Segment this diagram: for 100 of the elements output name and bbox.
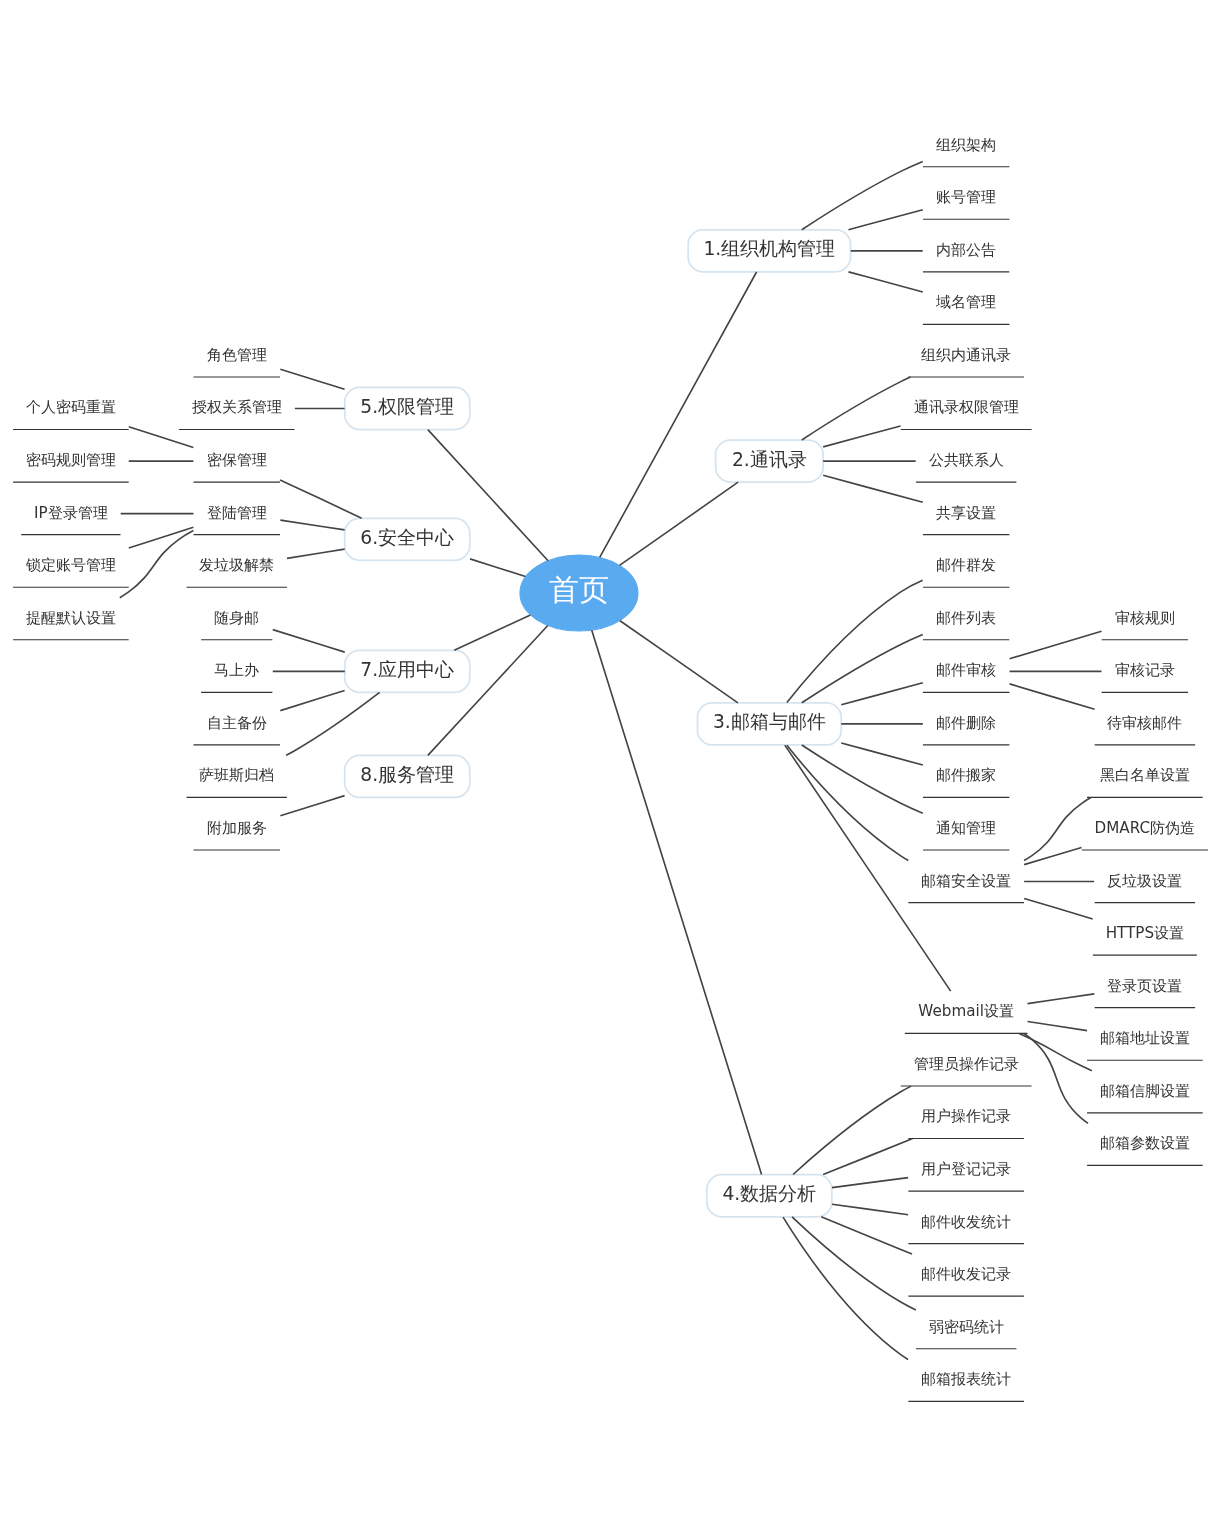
node-text: 萨班斯归档 (199, 766, 275, 785)
connector (822, 1137, 914, 1176)
connector (786, 579, 924, 704)
node-text: 授权关系管理 (191, 398, 282, 417)
connector (127, 460, 195, 462)
connector (784, 744, 952, 992)
connector (822, 474, 924, 504)
node-text: 邮件群发 (936, 556, 997, 575)
node-text: 随身邮 (214, 608, 260, 627)
connector (840, 723, 924, 725)
node-text: 邮箱报表统计 (921, 1370, 1012, 1389)
connector (840, 742, 924, 766)
connector (1026, 993, 1096, 1005)
node-box: 2.通讯录 (714, 439, 824, 483)
connector (598, 271, 758, 559)
node-box: 3.邮箱与邮件 (696, 701, 843, 746)
connector (1023, 846, 1083, 866)
connector (279, 689, 346, 712)
node-text: 账号管理 (936, 188, 997, 207)
node-text: 邮件收发统计 (921, 1212, 1012, 1231)
connector (782, 1216, 909, 1361)
connector (1008, 630, 1103, 660)
connector (1023, 897, 1094, 920)
node-text: 用户登记记录 (921, 1160, 1012, 1179)
node-text: 个人密码重置 (25, 398, 116, 417)
connector (279, 519, 346, 531)
connector (119, 512, 195, 515)
node-text: 审核记录 (1114, 661, 1175, 680)
connector (1008, 683, 1096, 711)
node-box: 1.组织机构管理 (687, 228, 852, 273)
node-box: 5.权限管理 (343, 386, 471, 431)
connector (618, 481, 739, 567)
connector (847, 208, 924, 231)
connector (279, 479, 363, 520)
connector (1023, 1032, 1089, 1125)
connector (279, 368, 346, 391)
connector (1026, 1020, 1088, 1032)
connector (619, 619, 739, 704)
connector (786, 744, 910, 862)
node-text: IP登录管理 (34, 503, 108, 522)
connector (800, 160, 924, 231)
node-text: 反垃圾设置 (1107, 871, 1183, 890)
connector (792, 1085, 912, 1176)
node-text: 内部公告 (936, 240, 997, 259)
connector (822, 425, 902, 448)
node-text: 通知管理 (936, 818, 997, 837)
connector (118, 529, 195, 599)
connector (1018, 1032, 1093, 1072)
node-text: 邮件删除 (936, 713, 997, 732)
connector (1023, 880, 1095, 883)
connector (294, 407, 346, 410)
connector (800, 633, 924, 704)
node-text: 邮箱信脚设置 (1099, 1081, 1190, 1100)
node-text: 邮件收发记录 (921, 1265, 1012, 1284)
node-text: 邮件搬家 (936, 766, 997, 785)
connector (822, 460, 917, 462)
node-text: 附加服务 (206, 818, 267, 837)
node-ellipse: 首页 (519, 554, 639, 632)
node-text: 密码规则管理 (25, 451, 116, 470)
node-text: 邮箱安全设置 (921, 871, 1012, 890)
node-text: HTTPS设置 (1105, 924, 1185, 943)
connector (800, 744, 924, 815)
connector (286, 548, 346, 560)
node-text: 登陆管理 (206, 503, 267, 522)
node-text: 邮件列表 (936, 608, 997, 627)
connector (469, 558, 527, 578)
connector (1023, 796, 1092, 862)
connector (453, 614, 532, 651)
connector (271, 670, 346, 673)
connector (820, 1216, 913, 1255)
connector (831, 1203, 909, 1216)
node-text: 待审核邮件 (1107, 713, 1183, 732)
connector (800, 376, 912, 441)
connector (427, 428, 549, 562)
connector (279, 794, 346, 817)
connector (1008, 670, 1103, 673)
node-text: 邮箱地址设置 (1099, 1029, 1190, 1048)
node-text: 自主备份 (206, 713, 267, 732)
connector (127, 526, 195, 549)
connector (791, 1216, 917, 1311)
node-box: 8.服务管理 (343, 754, 471, 799)
connector (831, 1176, 909, 1189)
connector (840, 681, 924, 706)
node-text: 马上办 (214, 661, 260, 680)
node-text: 审核规则 (1114, 608, 1175, 627)
node-box: 7.应用中心 (343, 649, 471, 694)
node-text: 角色管理 (206, 345, 267, 364)
connector (427, 624, 549, 757)
node-text: 黑白名单设置 (1099, 766, 1190, 785)
node-text: 邮件审核 (936, 661, 997, 680)
node-text: 共享设置 (936, 503, 997, 522)
node-box: 4.数据分析 (706, 1173, 833, 1218)
node-text: 提醒默认设置 (25, 608, 116, 627)
node-box: 6.安全中心 (343, 517, 471, 562)
node-text: 发垃圾解禁 (199, 556, 275, 575)
node-text: Webmail设置 (918, 1002, 1014, 1021)
node-text: 登录页设置 (1107, 976, 1183, 995)
node-text: 用户操作记录 (921, 1107, 1012, 1126)
node-text: 组织内通讯录 (921, 345, 1012, 364)
connector (849, 250, 924, 252)
